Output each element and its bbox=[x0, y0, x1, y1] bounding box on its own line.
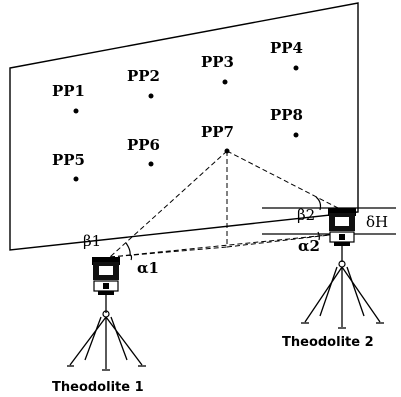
beta1-arc bbox=[125, 242, 131, 257]
alpha2-arc bbox=[317, 231, 320, 241]
pp4-dot bbox=[293, 65, 299, 71]
theodolite-1-label: Theodolite 1 bbox=[52, 380, 144, 395]
point-pp5: PP5 bbox=[52, 151, 85, 182]
delta-h-label: δH bbox=[366, 213, 388, 231]
pp4-label: PP4 bbox=[270, 39, 303, 57]
pp8-dot bbox=[293, 132, 299, 138]
point-pp6: PP6 bbox=[127, 136, 160, 167]
pp2-dot bbox=[148, 93, 154, 99]
theodolite-1: Theodolite 1 bbox=[52, 257, 146, 395]
pp5-dot bbox=[73, 176, 79, 182]
projection-plane bbox=[9, 2, 359, 251]
point-pp3: PP3 bbox=[201, 53, 234, 85]
beta2-label: β2 bbox=[297, 206, 315, 224]
sight-line-t1-pp7 bbox=[109, 150, 228, 258]
beta2-arc bbox=[315, 196, 322, 211]
point-pp4: PP4 bbox=[270, 39, 303, 71]
sight-line-t2-pp7 bbox=[226, 150, 339, 209]
beta1-label: β1 bbox=[83, 232, 101, 250]
pp3-dot bbox=[222, 79, 228, 85]
pp6-dot bbox=[148, 161, 154, 167]
pp7-label: PP7 bbox=[201, 123, 234, 141]
theodolite-2: Theodolite 2 bbox=[282, 208, 384, 350]
theodolite-2-label: Theodolite 2 bbox=[282, 335, 374, 350]
point-pp2: PP2 bbox=[127, 67, 160, 99]
point-pp1: PP1 bbox=[52, 82, 85, 114]
pp3-label: PP3 bbox=[201, 53, 234, 71]
theodolite-1-tripod bbox=[67, 295, 146, 371]
pp8-label: PP8 bbox=[270, 106, 303, 124]
theodolite-1-head bbox=[92, 257, 120, 295]
horizontal-t1-level bbox=[109, 233, 339, 258]
alpha2-label: α2 bbox=[298, 237, 320, 255]
point-pp8: PP8 bbox=[270, 106, 303, 138]
angle-arcs bbox=[125, 196, 322, 261]
pp1-dot bbox=[73, 108, 79, 114]
pp1-label: PP1 bbox=[52, 82, 85, 100]
pp5-label: PP5 bbox=[52, 151, 85, 169]
pp6-label: PP6 bbox=[127, 136, 160, 154]
alpha1-label: α1 bbox=[137, 259, 159, 277]
alpha1-arc bbox=[130, 254, 133, 261]
theodolite-2-tripod bbox=[301, 246, 384, 329]
horizontal-t2-foot bbox=[226, 233, 339, 248]
theodolite-2-head bbox=[328, 208, 356, 246]
pp2-label: PP2 bbox=[127, 67, 160, 85]
